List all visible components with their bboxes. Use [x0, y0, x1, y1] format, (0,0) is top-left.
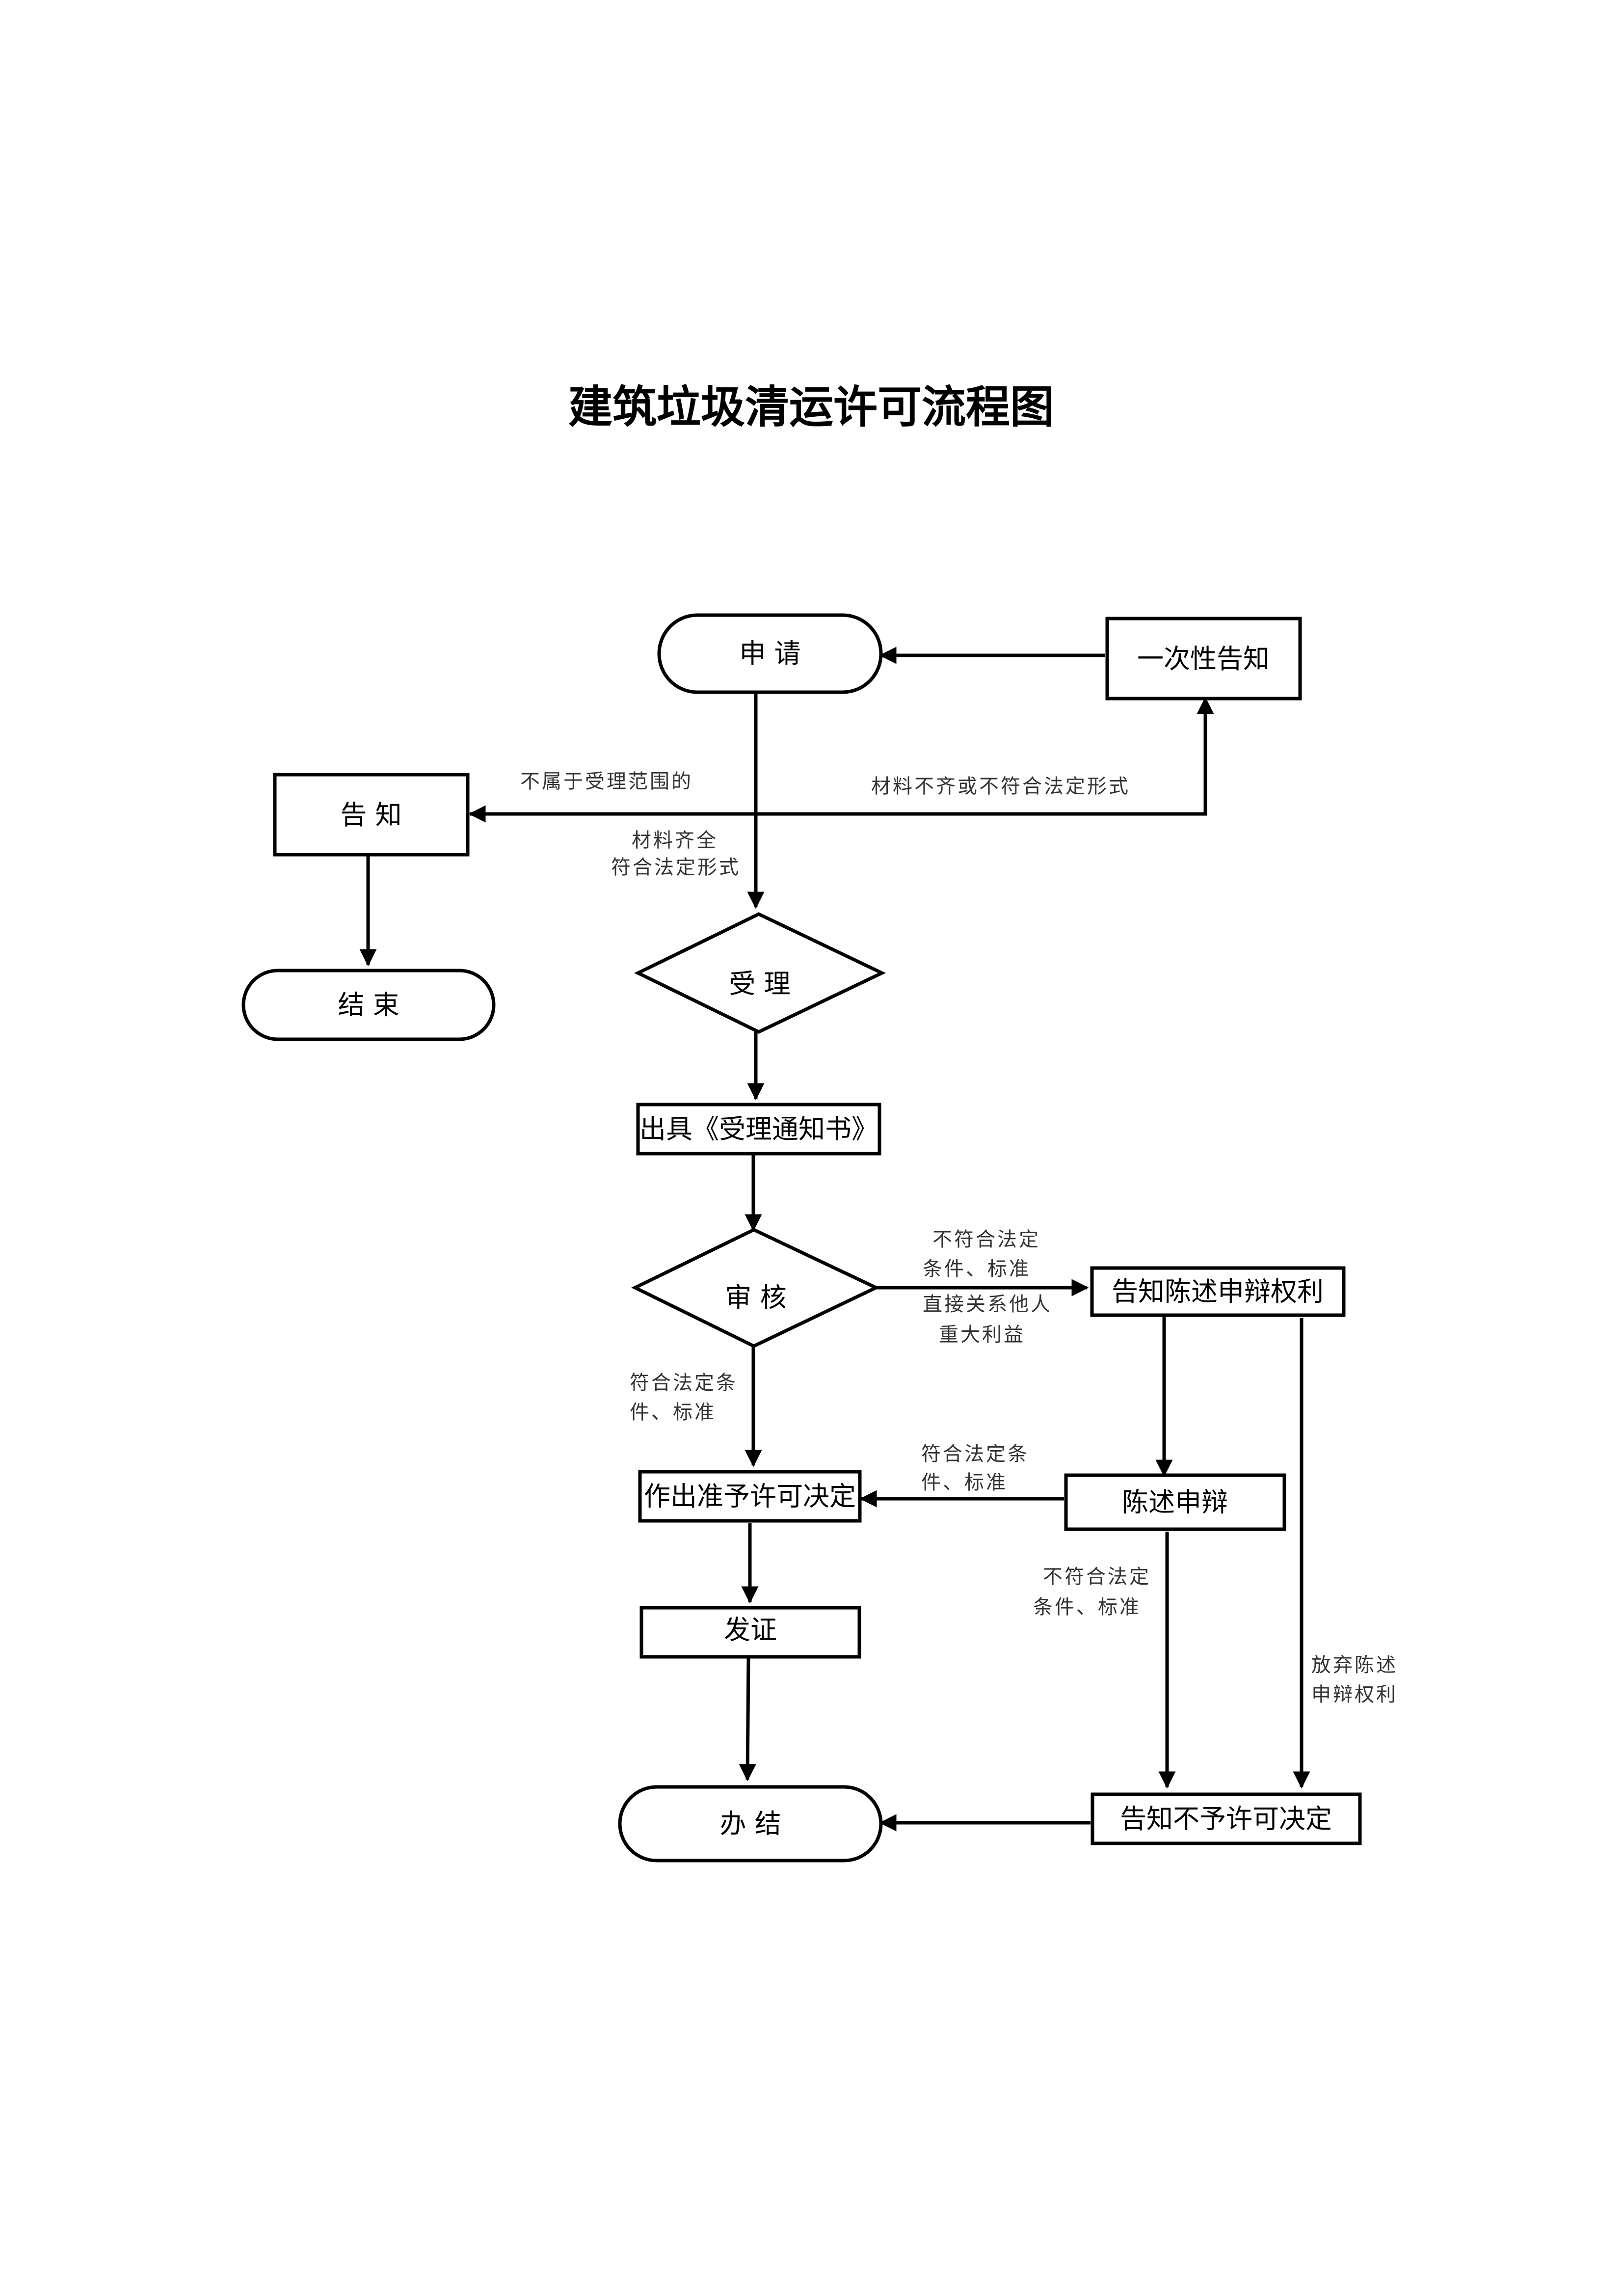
- node-accept: 受 理: [634, 912, 886, 1034]
- node-one-time-notice-label: 一次性告知: [1137, 644, 1270, 675]
- label-not-meet-2: 条件、标准: [923, 1258, 1031, 1280]
- label-not-meet-1: 不符合法定: [932, 1228, 1040, 1251]
- label-meet-1: 符合法定条: [630, 1372, 738, 1394]
- label-defense-meet-2: 件、标准: [921, 1471, 1008, 1494]
- node-apply-label: 申 请: [739, 638, 800, 669]
- label-waive-1: 放弃陈述: [1311, 1654, 1398, 1676]
- label-defense-meet-1: 符合法定条: [921, 1443, 1029, 1465]
- label-third-party-1: 直接关系他人: [923, 1293, 1052, 1316]
- node-notify: 告 知: [273, 773, 470, 857]
- node-done-label: 办 结: [719, 1809, 781, 1839]
- node-end-left-label: 结 束: [338, 990, 399, 1021]
- node-deny-decision: 告知不予许可决定: [1091, 1792, 1362, 1845]
- node-defense: 陈述申辩: [1064, 1473, 1286, 1531]
- node-issue-cert-label: 发证: [724, 1615, 777, 1646]
- node-accept-label: 受 理: [729, 969, 790, 999]
- label-complete-2: 符合法定形式: [611, 856, 741, 879]
- node-notify-defense-label: 告知陈述申辩权利: [1112, 1276, 1324, 1307]
- node-issue-cert: 发证: [639, 1606, 861, 1659]
- label-waive-2: 申辩权利: [1311, 1683, 1398, 1706]
- label-complete-1: 材料齐全: [632, 829, 718, 852]
- node-deny-decision-label: 告知不予许可决定: [1120, 1804, 1332, 1835]
- node-done: 办 结: [618, 1785, 883, 1863]
- node-notify-label: 告 知: [340, 800, 401, 831]
- node-issue-notice-label: 出具《受理通知书》: [639, 1114, 878, 1145]
- label-defense-not-meet-2: 条件、标准: [1033, 1596, 1141, 1619]
- label-not-in-scope: 不属于受理范围的: [520, 770, 693, 793]
- node-grant-decision: 作出准予许可决定: [638, 1470, 862, 1523]
- node-defense-label: 陈述申辩: [1122, 1487, 1228, 1518]
- arrow-to-one-time-notice: [756, 697, 1214, 816]
- label-third-party-2: 重大利益: [939, 1324, 1025, 1346]
- node-one-time-notice: 一次性告知: [1105, 617, 1302, 701]
- node-review: 审 核: [631, 1228, 880, 1348]
- label-incomplete: 材料不齐或不符合法定形式: [871, 775, 1130, 798]
- node-end-left: 结 束: [241, 969, 496, 1041]
- arrow-issue-cert-to-done: [739, 1658, 756, 1782]
- page-title: 建筑垃圾清运许可流程图: [568, 381, 1054, 433]
- node-review-label: 审 核: [725, 1282, 786, 1313]
- node-notify-defense: 告知陈述申辩权利: [1090, 1266, 1346, 1317]
- label-defense-not-meet-1: 不符合法定: [1043, 1566, 1151, 1588]
- node-apply: 申 请: [657, 613, 883, 694]
- node-grant-decision-label: 作出准予许可决定: [644, 1481, 856, 1512]
- node-issue-notice: 出具《受理通知书》: [636, 1103, 881, 1156]
- label-meet-2: 件、标准: [630, 1401, 716, 1424]
